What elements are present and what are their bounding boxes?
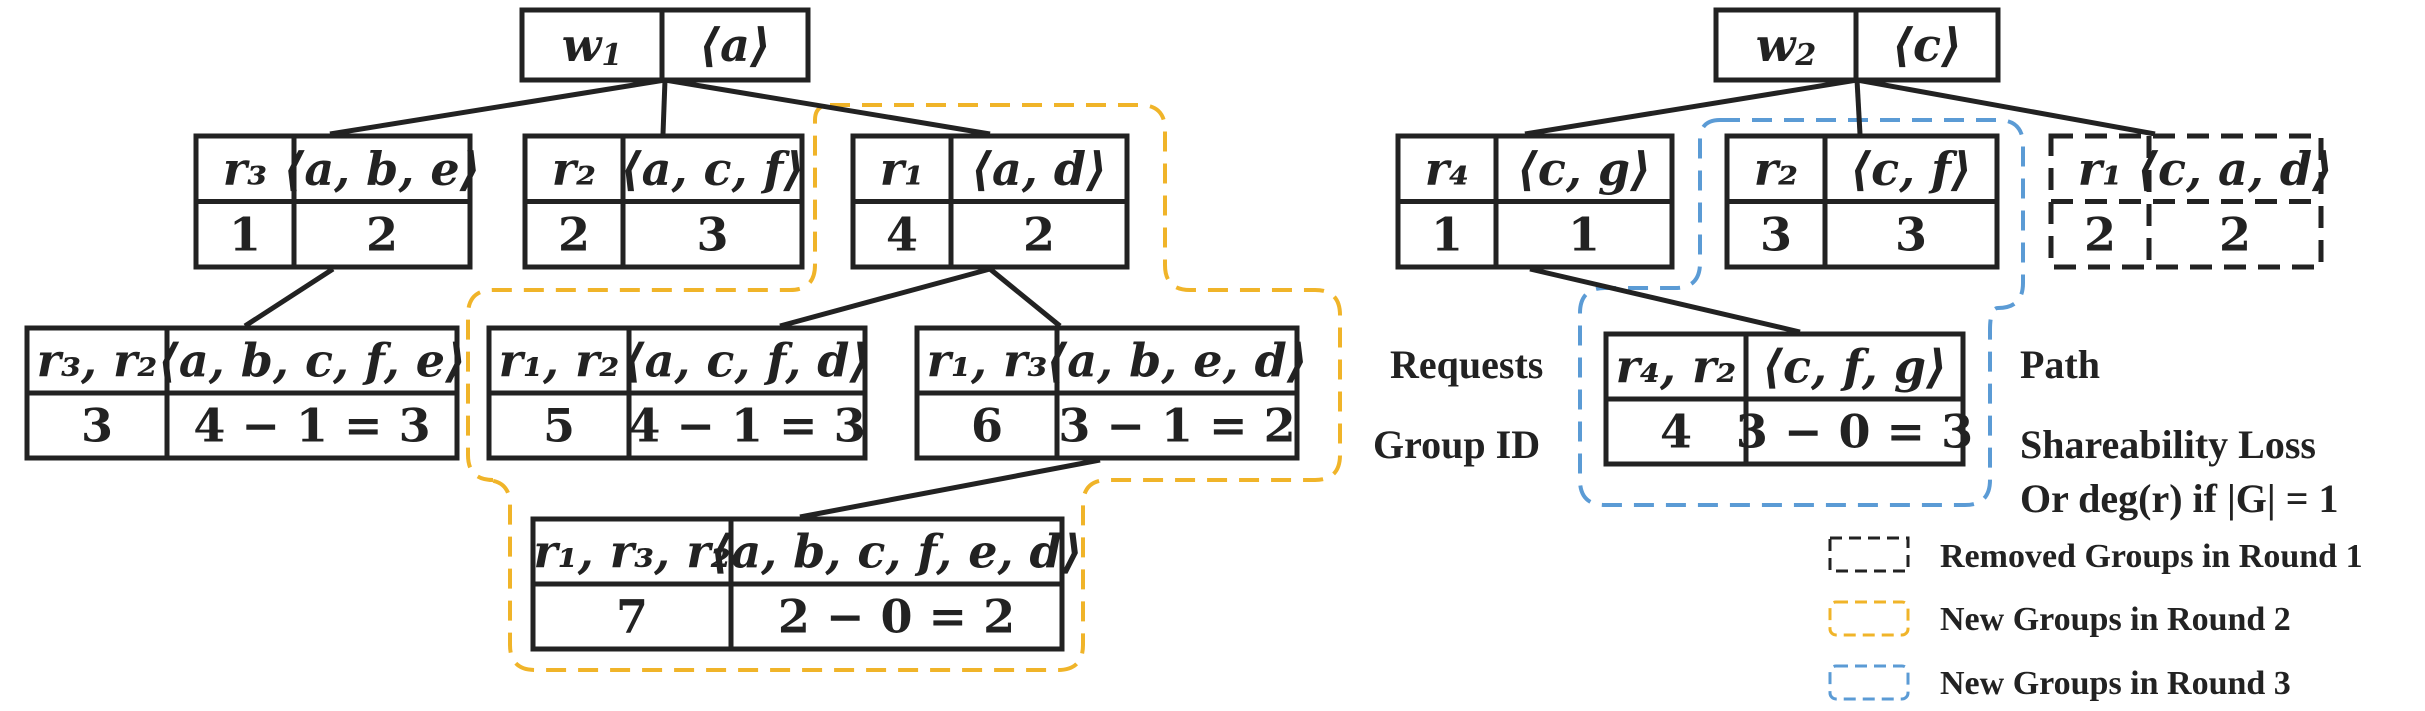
edge xyxy=(660,79,668,135)
group-node-r4: r₄ ⟨c, g⟩ 1 1 xyxy=(1395,133,1675,270)
worker-path: ⟨c⟩ xyxy=(1892,18,1962,72)
path-cell: ⟨c, f⟩ xyxy=(1850,142,1972,196)
requests-cell: r₄, r₂ xyxy=(1616,340,1737,394)
edge xyxy=(1856,77,2156,137)
worker-label: w2 xyxy=(1756,18,1816,73)
group-id-cell: 4 xyxy=(1660,405,1692,459)
group-id-cell: 1 xyxy=(229,207,261,261)
loss-cell: 3 − 0 = 3 xyxy=(1736,405,1973,459)
edge xyxy=(779,266,991,329)
group-id-cell: 4 xyxy=(886,207,918,261)
path-cell: ⟨c, f, g⟩ xyxy=(1762,340,1947,394)
group-node-r1: r₁ ⟨a, d⟩ 4 2 xyxy=(850,133,1130,270)
path-cell: ⟨a, b, e⟩ xyxy=(283,142,480,196)
root-box xyxy=(519,7,811,83)
requests-cell: r₃, r₂ xyxy=(37,334,158,388)
path-label: Path xyxy=(2020,342,2100,387)
group-id-label: Group ID xyxy=(1373,422,1540,467)
group-node-r1r3: r₁, r₃⟨a, b, e, d⟩ 6 3 − 1 = 2 xyxy=(914,325,1308,461)
requests-cell: r₄ xyxy=(1425,142,1469,196)
legend-swatch-round2 xyxy=(1828,600,1910,637)
edge xyxy=(988,267,1062,328)
legend-swatch-round3 xyxy=(1828,664,1910,701)
loss-cell: 3 xyxy=(696,207,728,261)
group-id-cell: 6 xyxy=(971,399,1003,453)
path-cell: ⟨c, g⟩ xyxy=(1517,142,1651,196)
requests-cell: r₁ xyxy=(2078,142,2122,196)
group-id-cell: 3 xyxy=(1760,207,1792,261)
loss-cell: 2 − 0 = 2 xyxy=(778,590,1015,644)
group-node-r1b: r₁ ⟨c, a, d⟩ 2 2 xyxy=(2048,133,2333,270)
requests-cell: r₃ xyxy=(223,142,267,196)
requests-cell: r₁, r₃, r₂ xyxy=(533,525,730,579)
group-node-r3r2: r₃, r₂⟨a, b, c, f, e⟩ 3 4 − 1 = 3 xyxy=(24,325,466,461)
round2-group-outline xyxy=(466,103,1342,672)
edge xyxy=(243,266,335,329)
requests-label: Requests xyxy=(1390,342,1543,387)
loss-cell: 3 xyxy=(1895,207,1927,261)
worker-root-w2: w2 ⟨c⟩ xyxy=(1713,7,2001,83)
path-cell: ⟨a, c, f, d⟩ xyxy=(624,334,871,388)
group-node-r3: r₃ ⟨a, b, e⟩ 1 2 xyxy=(193,133,481,270)
loss-cell: 2 xyxy=(2219,207,2251,261)
requests-cell: r₂ xyxy=(1754,142,1798,196)
loss-cell: 2 xyxy=(366,207,398,261)
path-cell: ⟨a, b, e, d⟩ xyxy=(1046,334,1308,388)
loss-cell: 1 xyxy=(1568,207,1600,261)
group-node-r2: r₂ ⟨a, c, f⟩ 2 3 xyxy=(522,133,805,270)
requests-cell: r₂ xyxy=(552,142,596,196)
loss-cell: 4 − 1 = 3 xyxy=(193,399,430,453)
path-cell: ⟨a, b, c, f, e⟩ xyxy=(158,334,466,388)
shareability-loss-label: Shareability Loss xyxy=(2020,422,2316,467)
group-id-cell: 3 xyxy=(81,399,113,453)
group-node-r2b: r₂ ⟨c, f⟩ 3 3 xyxy=(1724,133,2000,270)
edge xyxy=(664,77,991,137)
group-nodes: w1 ⟨a⟩ r₃ ⟨a, b, e⟩ 1 2 r₂ ⟨a, c, f⟩ 2 3 r₁ ⟨a, d⟩ 4… xyxy=(24,7,2333,652)
path-cell: ⟨a, c, f⟩ xyxy=(621,142,805,196)
legend-label-round3: New Groups in Round 3 xyxy=(1940,665,2291,702)
group-id-cell: 7 xyxy=(616,590,648,644)
path-cell: ⟨c, a, d⟩ xyxy=(2137,142,2333,196)
legend-swatch-round1 xyxy=(1828,536,1910,573)
degree-label: Or deg(r) if |G| = 1 xyxy=(2020,476,2339,521)
path-cell: ⟨a, d⟩ xyxy=(971,142,1107,196)
group-id-cell: 2 xyxy=(2084,207,2116,261)
requests-cell: r₁ xyxy=(880,142,924,196)
worker-label: w1 xyxy=(562,18,622,73)
tree-edges xyxy=(243,77,2156,520)
legend-label-round2: New Groups in Round 2 xyxy=(1940,601,2291,638)
group-node-r1r2: r₁, r₂⟨a, c, f, d⟩ 5 4 − 1 = 3 xyxy=(486,325,871,461)
group-id-cell: 1 xyxy=(1431,207,1463,261)
worker-root-w1: w1 ⟨a⟩ xyxy=(519,7,811,83)
edge xyxy=(1524,77,1858,137)
requests-cell: r₁, r₂ xyxy=(499,334,620,388)
loss-cell: 2 xyxy=(1023,207,1055,261)
group-node-r1r3r2: r₁, r₃, r₂⟨a, b, c, f, e, d⟩ 7 2 − 0 = 2 xyxy=(530,516,1083,652)
group-node-r4r2: r₄, r₂ ⟨c, f, g⟩ 4 3 − 0 = 3 xyxy=(1603,331,1973,467)
edge xyxy=(1529,266,1801,335)
edge xyxy=(329,77,666,137)
round3-group-outline xyxy=(1578,118,2025,507)
loss-cell: 3 − 1 = 2 xyxy=(1058,399,1295,453)
edge xyxy=(799,457,1101,520)
legend-label-round1: Removed Groups in Round 1 xyxy=(1940,538,2363,575)
group-id-cell: 5 xyxy=(543,399,575,453)
loss-cell: 4 − 1 = 3 xyxy=(628,399,865,453)
worker-path: ⟨a⟩ xyxy=(699,18,771,72)
legend: Removed Groups in Round 1 New Groups in … xyxy=(1828,536,2363,702)
path-cell: ⟨a, b, c, f, e, d⟩ xyxy=(710,525,1082,579)
group-id-cell: 2 xyxy=(558,207,590,261)
edge xyxy=(1854,79,1863,135)
requests-cell: r₁, r₃ xyxy=(927,334,1048,388)
